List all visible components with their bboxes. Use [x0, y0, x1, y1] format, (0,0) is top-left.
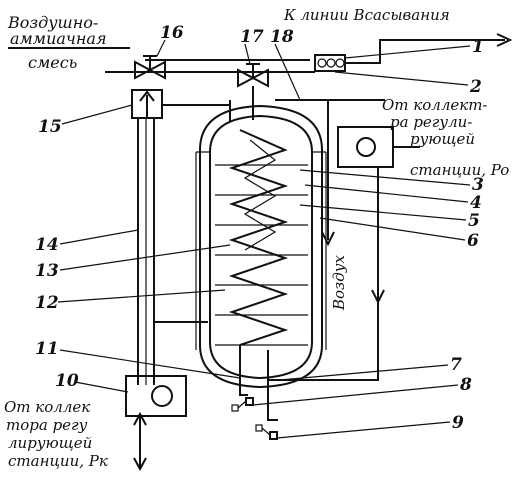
ref-7: 7	[450, 355, 462, 375]
ref-12: 12	[35, 293, 59, 313]
return-line	[268, 167, 379, 381]
ref-18: 18	[270, 27, 294, 47]
ref-8: 8	[459, 375, 472, 395]
coil-outlet-pipes	[239, 345, 278, 421]
mixture-label-2: аммиачная	[10, 29, 107, 48]
collector-top-4: станции, Po	[410, 161, 509, 179]
ref-5: 5	[468, 211, 480, 231]
valve-17-icon	[237, 63, 269, 88]
air-label: Воздух	[330, 255, 348, 311]
suction-arrow-icon	[496, 33, 513, 47]
valve-16-icon	[134, 55, 166, 80]
ref-15: 15	[38, 117, 62, 137]
mixture-label-3: смесь	[28, 53, 77, 72]
collector-top-3: рующей	[410, 130, 475, 148]
ref-1: 1	[472, 37, 484, 57]
ref-17: 17	[240, 27, 264, 47]
collector-bottom-4: станции, Pк	[8, 452, 108, 470]
suction-outlet-line	[345, 39, 505, 64]
drain-stub-2	[255, 424, 263, 432]
ref-2: 2	[469, 77, 482, 97]
ref-4: 4	[470, 193, 482, 213]
leader-lines	[57, 39, 471, 439]
coil-zigzag	[228, 129, 289, 346]
ref-16: 16	[160, 23, 184, 43]
collector-bottom-3: лирующей	[8, 434, 92, 452]
drain-stub	[231, 404, 239, 412]
device-15-arrow-icon	[139, 90, 155, 102]
mixture-label-1: Воздушно-	[7, 13, 98, 32]
collector-top-2: ра регули-	[390, 113, 472, 131]
outer-vessel	[199, 104, 323, 389]
ref-14: 14	[35, 235, 59, 255]
riser-pipes-14	[137, 118, 155, 385]
liquid-lines	[215, 164, 308, 346]
inner-vessel	[209, 114, 313, 380]
drain-valve-8	[245, 397, 254, 406]
ref-9: 9	[452, 413, 464, 433]
air-arrow-icon	[321, 231, 335, 247]
ref-3: 3	[472, 175, 484, 195]
suction-device-icon	[314, 54, 346, 72]
jacket-walls	[195, 152, 327, 350]
gauge-top-icon	[337, 126, 394, 168]
return-arrow-icon	[371, 289, 385, 305]
collector-bottom-2: тора регу	[6, 416, 88, 434]
collector-top-1: От коллект-	[382, 96, 488, 114]
gauge-bottom-arrows-icon	[133, 411, 147, 472]
ref-10: 10	[55, 371, 79, 391]
transfer-line	[162, 104, 231, 120]
ref-6: 6	[467, 231, 479, 251]
ref-13: 13	[35, 261, 59, 281]
suction-label: К линии Всасывания	[283, 6, 450, 24]
drain-lines	[237, 400, 271, 436]
gauge-bottom-icon	[125, 375, 187, 417]
drain-valve-9	[269, 431, 278, 440]
coil-inner	[243, 139, 277, 251]
collector-bottom-1: От коллек	[4, 398, 90, 416]
ref-11: 11	[35, 339, 59, 359]
